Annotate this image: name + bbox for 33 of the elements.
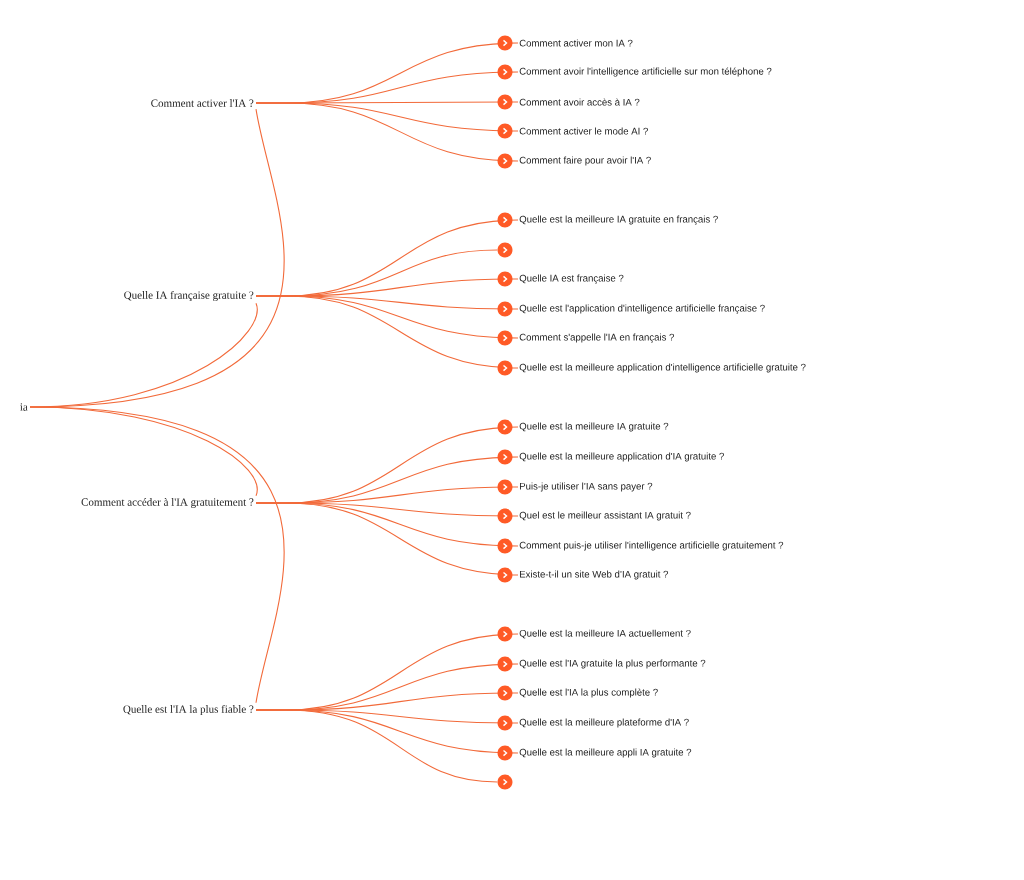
question-label: Comment puis-je utiliser l'intelligence artificielle gratuitement ? bbox=[519, 541, 784, 551]
question-label: Quelle est la meilleure IA gratuite en français ? bbox=[519, 215, 718, 225]
question-label: Quelle est l'IA la plus complète ? bbox=[519, 688, 658, 698]
branch-label: Quelle est l'IA la plus fiable ? bbox=[123, 704, 254, 716]
question-label: Existe-t-il un site Web d’IA gratuit ? bbox=[520, 570, 669, 580]
chevron-icon bbox=[497, 242, 513, 258]
question-label: Quel est le meilleur assistant IA gratuit ? bbox=[519, 511, 691, 521]
question-label: Comment activer le mode AI ? bbox=[519, 127, 648, 135]
question-label: Quelle IA est française ? bbox=[519, 274, 624, 284]
question-label: Comment faire pour avoir l'IA ? bbox=[519, 156, 651, 166]
root-label: ia bbox=[20, 403, 28, 411]
question-label: Quelle est la meilleure application d'IA gratuite ? bbox=[519, 452, 724, 462]
question-label: Quelle est la meilleure plateforme d'IA ? bbox=[519, 718, 689, 728]
question-label: Quelle est la meilleure IA actuellement ? bbox=[519, 629, 691, 639]
question-label: Puis-je utiliser l’IA sans payer ? bbox=[520, 482, 653, 492]
connector-line bbox=[29, 406, 285, 704]
question-label: Comment activer mon IA ? bbox=[519, 39, 633, 47]
connector-line bbox=[255, 102, 519, 162]
connector-line bbox=[255, 502, 519, 576]
question-label: Comment avoir l'intelligence artificielle sur mon téléphone ? bbox=[519, 67, 772, 77]
connector-line bbox=[255, 709, 498, 783]
branch-label: Comment activer l'IA ? bbox=[151, 99, 254, 107]
chevron-icon bbox=[497, 774, 513, 790]
question-label: Comment s'appelle l'IA en français ? bbox=[519, 333, 675, 343]
branch-label: Comment accéder à l'IA gratuitement ? bbox=[81, 498, 254, 508]
question-label: Quelle est la meilleure IA gratuite ? bbox=[519, 422, 669, 432]
connector-line bbox=[255, 295, 519, 369]
question-label: Quelle est l'IA gratuite la plus performante ? bbox=[519, 659, 706, 669]
branch-label: Quelle IA française gratuite ? bbox=[124, 290, 254, 302]
question-label: Quelle est l'application d'intelligence artificielle française ? bbox=[519, 304, 765, 314]
question-label: Quelle est la meilleure appli IA gratuite ? bbox=[519, 748, 692, 758]
question-label: Quelle est la meilleure application d'intelligence artificielle gratuite ? bbox=[519, 363, 806, 373]
question-label: Comment avoir accès à IA ? bbox=[519, 98, 640, 106]
